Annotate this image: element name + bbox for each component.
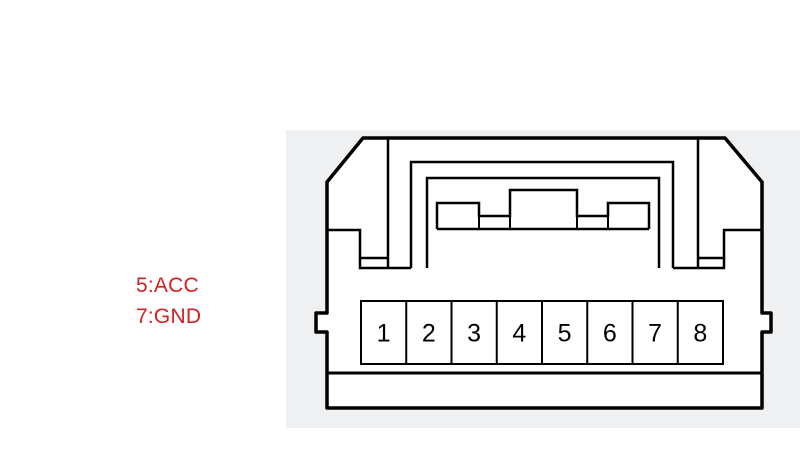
left-wall-step xyxy=(327,228,388,260)
pin-number-4: 4 xyxy=(512,320,526,348)
pin-number-7: 7 xyxy=(648,320,662,348)
latch-feet xyxy=(358,258,726,270)
pin-legend: 5:ACC 7:GND xyxy=(136,270,201,332)
right-wall-step xyxy=(698,228,762,260)
pin-number-8: 8 xyxy=(693,320,707,348)
latch-side-rails xyxy=(386,138,700,268)
latch-tabs-top xyxy=(435,188,651,229)
pin-number-2: 2 xyxy=(422,320,436,348)
legend-line-acc: 5:ACC xyxy=(136,274,199,297)
legend-line-gnd: 7:GND xyxy=(136,305,202,328)
pin-number-3: 3 xyxy=(467,320,481,348)
latch-inner-rails xyxy=(425,176,661,268)
pin-row: 1 2 3 4 5 6 7 8 xyxy=(377,301,707,364)
pin-number-5: 5 xyxy=(558,320,572,348)
pin-number-1: 1 xyxy=(377,320,391,348)
latch-inner-frame xyxy=(409,160,675,268)
pin-number-6: 6 xyxy=(603,320,617,348)
